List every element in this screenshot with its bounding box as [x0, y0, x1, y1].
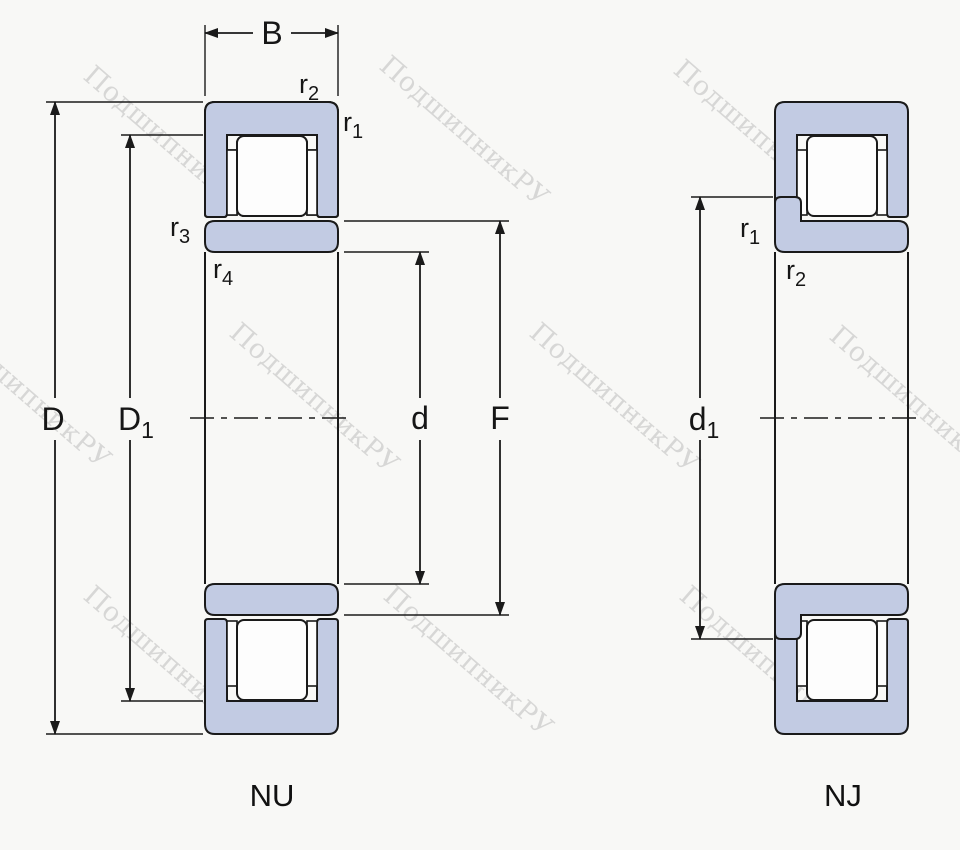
- nu-designation: NU: [250, 778, 295, 813]
- watermark-text: ПодшипникРУ: [373, 50, 555, 214]
- watermark-text: ПодшипникРУ: [223, 317, 405, 481]
- nj-r1-label: r1: [740, 213, 760, 249]
- dim-B-label: B: [261, 15, 282, 51]
- watermark-text: ПодшипникРУ: [823, 320, 960, 484]
- dim-d1-label: d1: [689, 401, 720, 443]
- nu-r1-label: r1: [343, 107, 363, 143]
- nj-r2-label: r2: [786, 255, 806, 291]
- nj-top-section: [774, 101, 909, 253]
- nj-designation: NJ: [824, 778, 862, 813]
- nu-r3-label: r3: [170, 212, 190, 248]
- dim-F-label: F: [490, 400, 510, 436]
- dim-d1: d1: [689, 196, 773, 640]
- dim-d-label: d: [411, 400, 429, 436]
- nj-bearing: d1 r1 r2 NJ: [689, 101, 923, 813]
- nu-inner-ring-section: [204, 220, 339, 253]
- dim-D: D: [41, 101, 203, 735]
- dim-D1: D1: [118, 134, 203, 702]
- nu-r4-label: r4: [213, 254, 233, 290]
- nj-inner-ring-section: [774, 196, 909, 253]
- dim-d: d: [344, 251, 429, 585]
- nu-r2-label: r2: [299, 69, 319, 105]
- dim-D-label: D: [41, 401, 64, 437]
- watermark-text: ПодшипникРУ: [523, 317, 705, 481]
- nj-bottom-section: [775, 584, 908, 734]
- nu-top-section: [204, 101, 339, 253]
- nu-bearing: B D D1 d: [41, 15, 509, 813]
- watermark-text: ПодшипникРУ: [377, 580, 559, 744]
- dim-F: F: [344, 220, 510, 616]
- nu-bottom-section: [205, 584, 338, 734]
- watermark-text: ПодшипникРУ: [0, 312, 117, 476]
- dim-B: B: [204, 15, 339, 96]
- dim-D1-label: D1: [118, 401, 154, 443]
